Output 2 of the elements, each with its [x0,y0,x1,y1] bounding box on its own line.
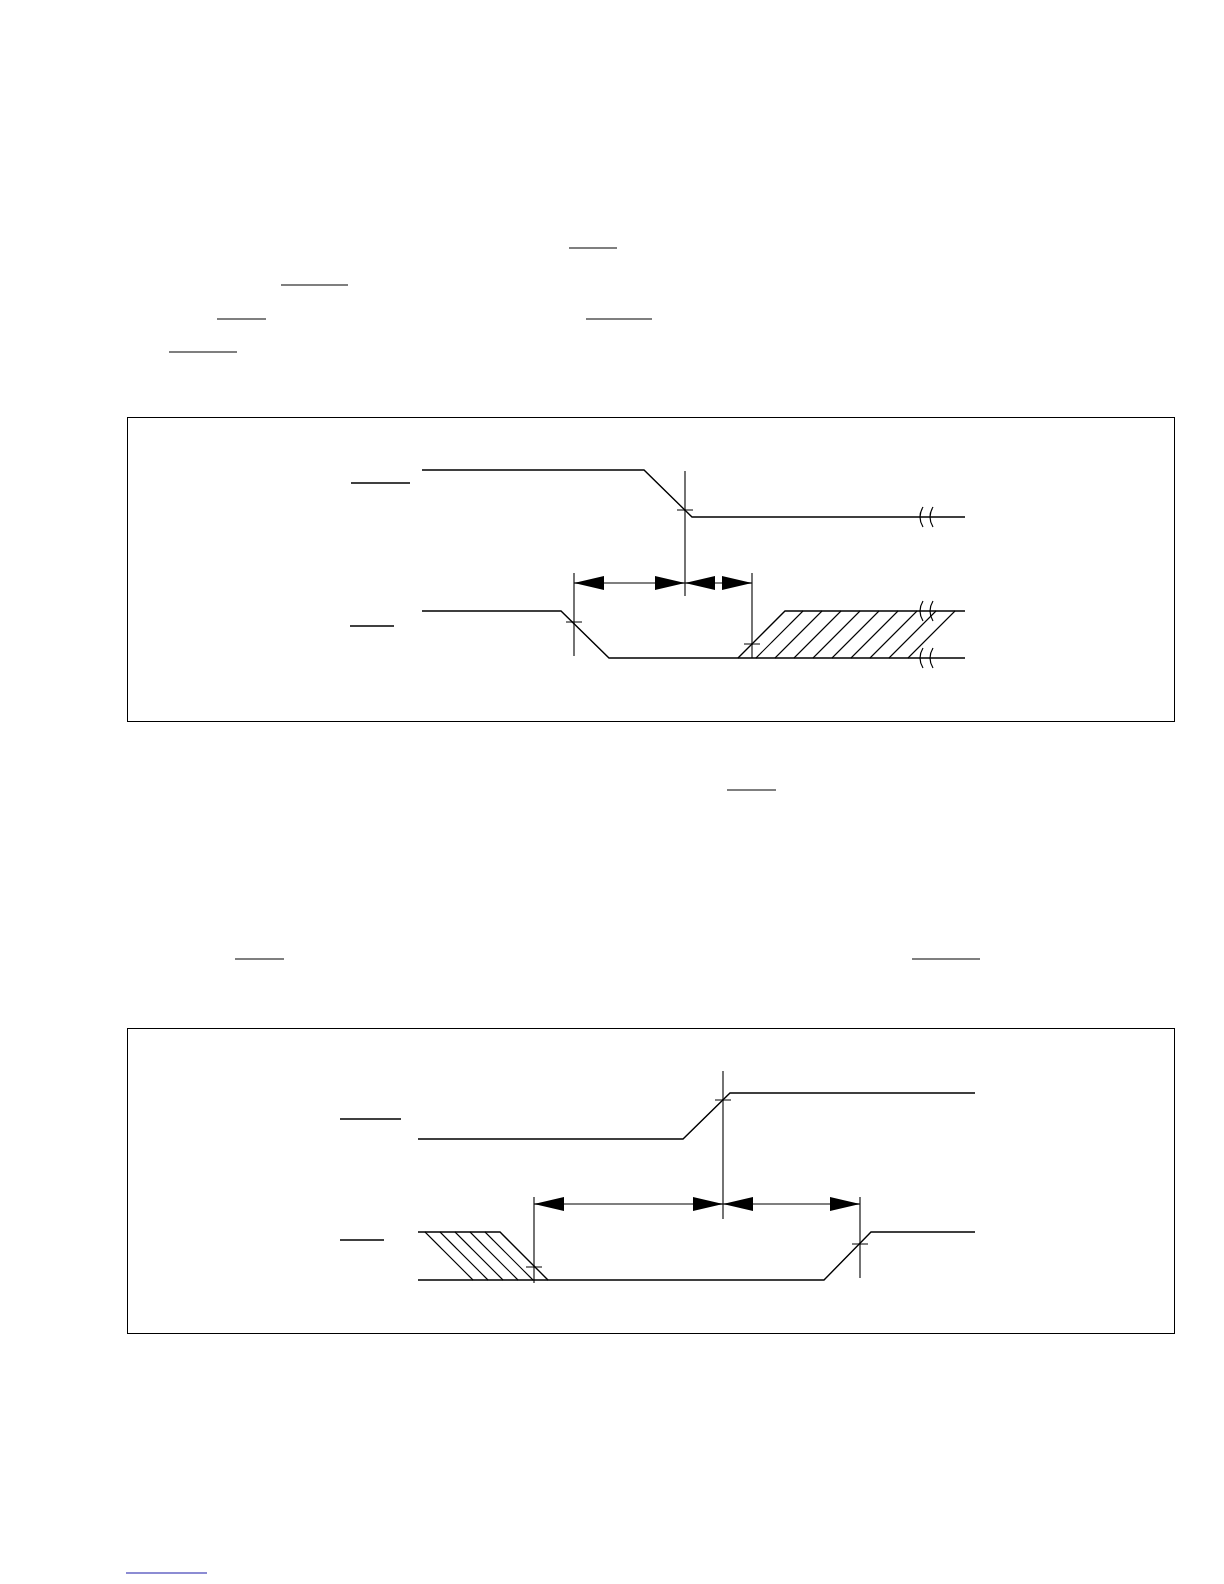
diagram-frame [127,417,1175,722]
diagram-frame [127,1028,1175,1334]
